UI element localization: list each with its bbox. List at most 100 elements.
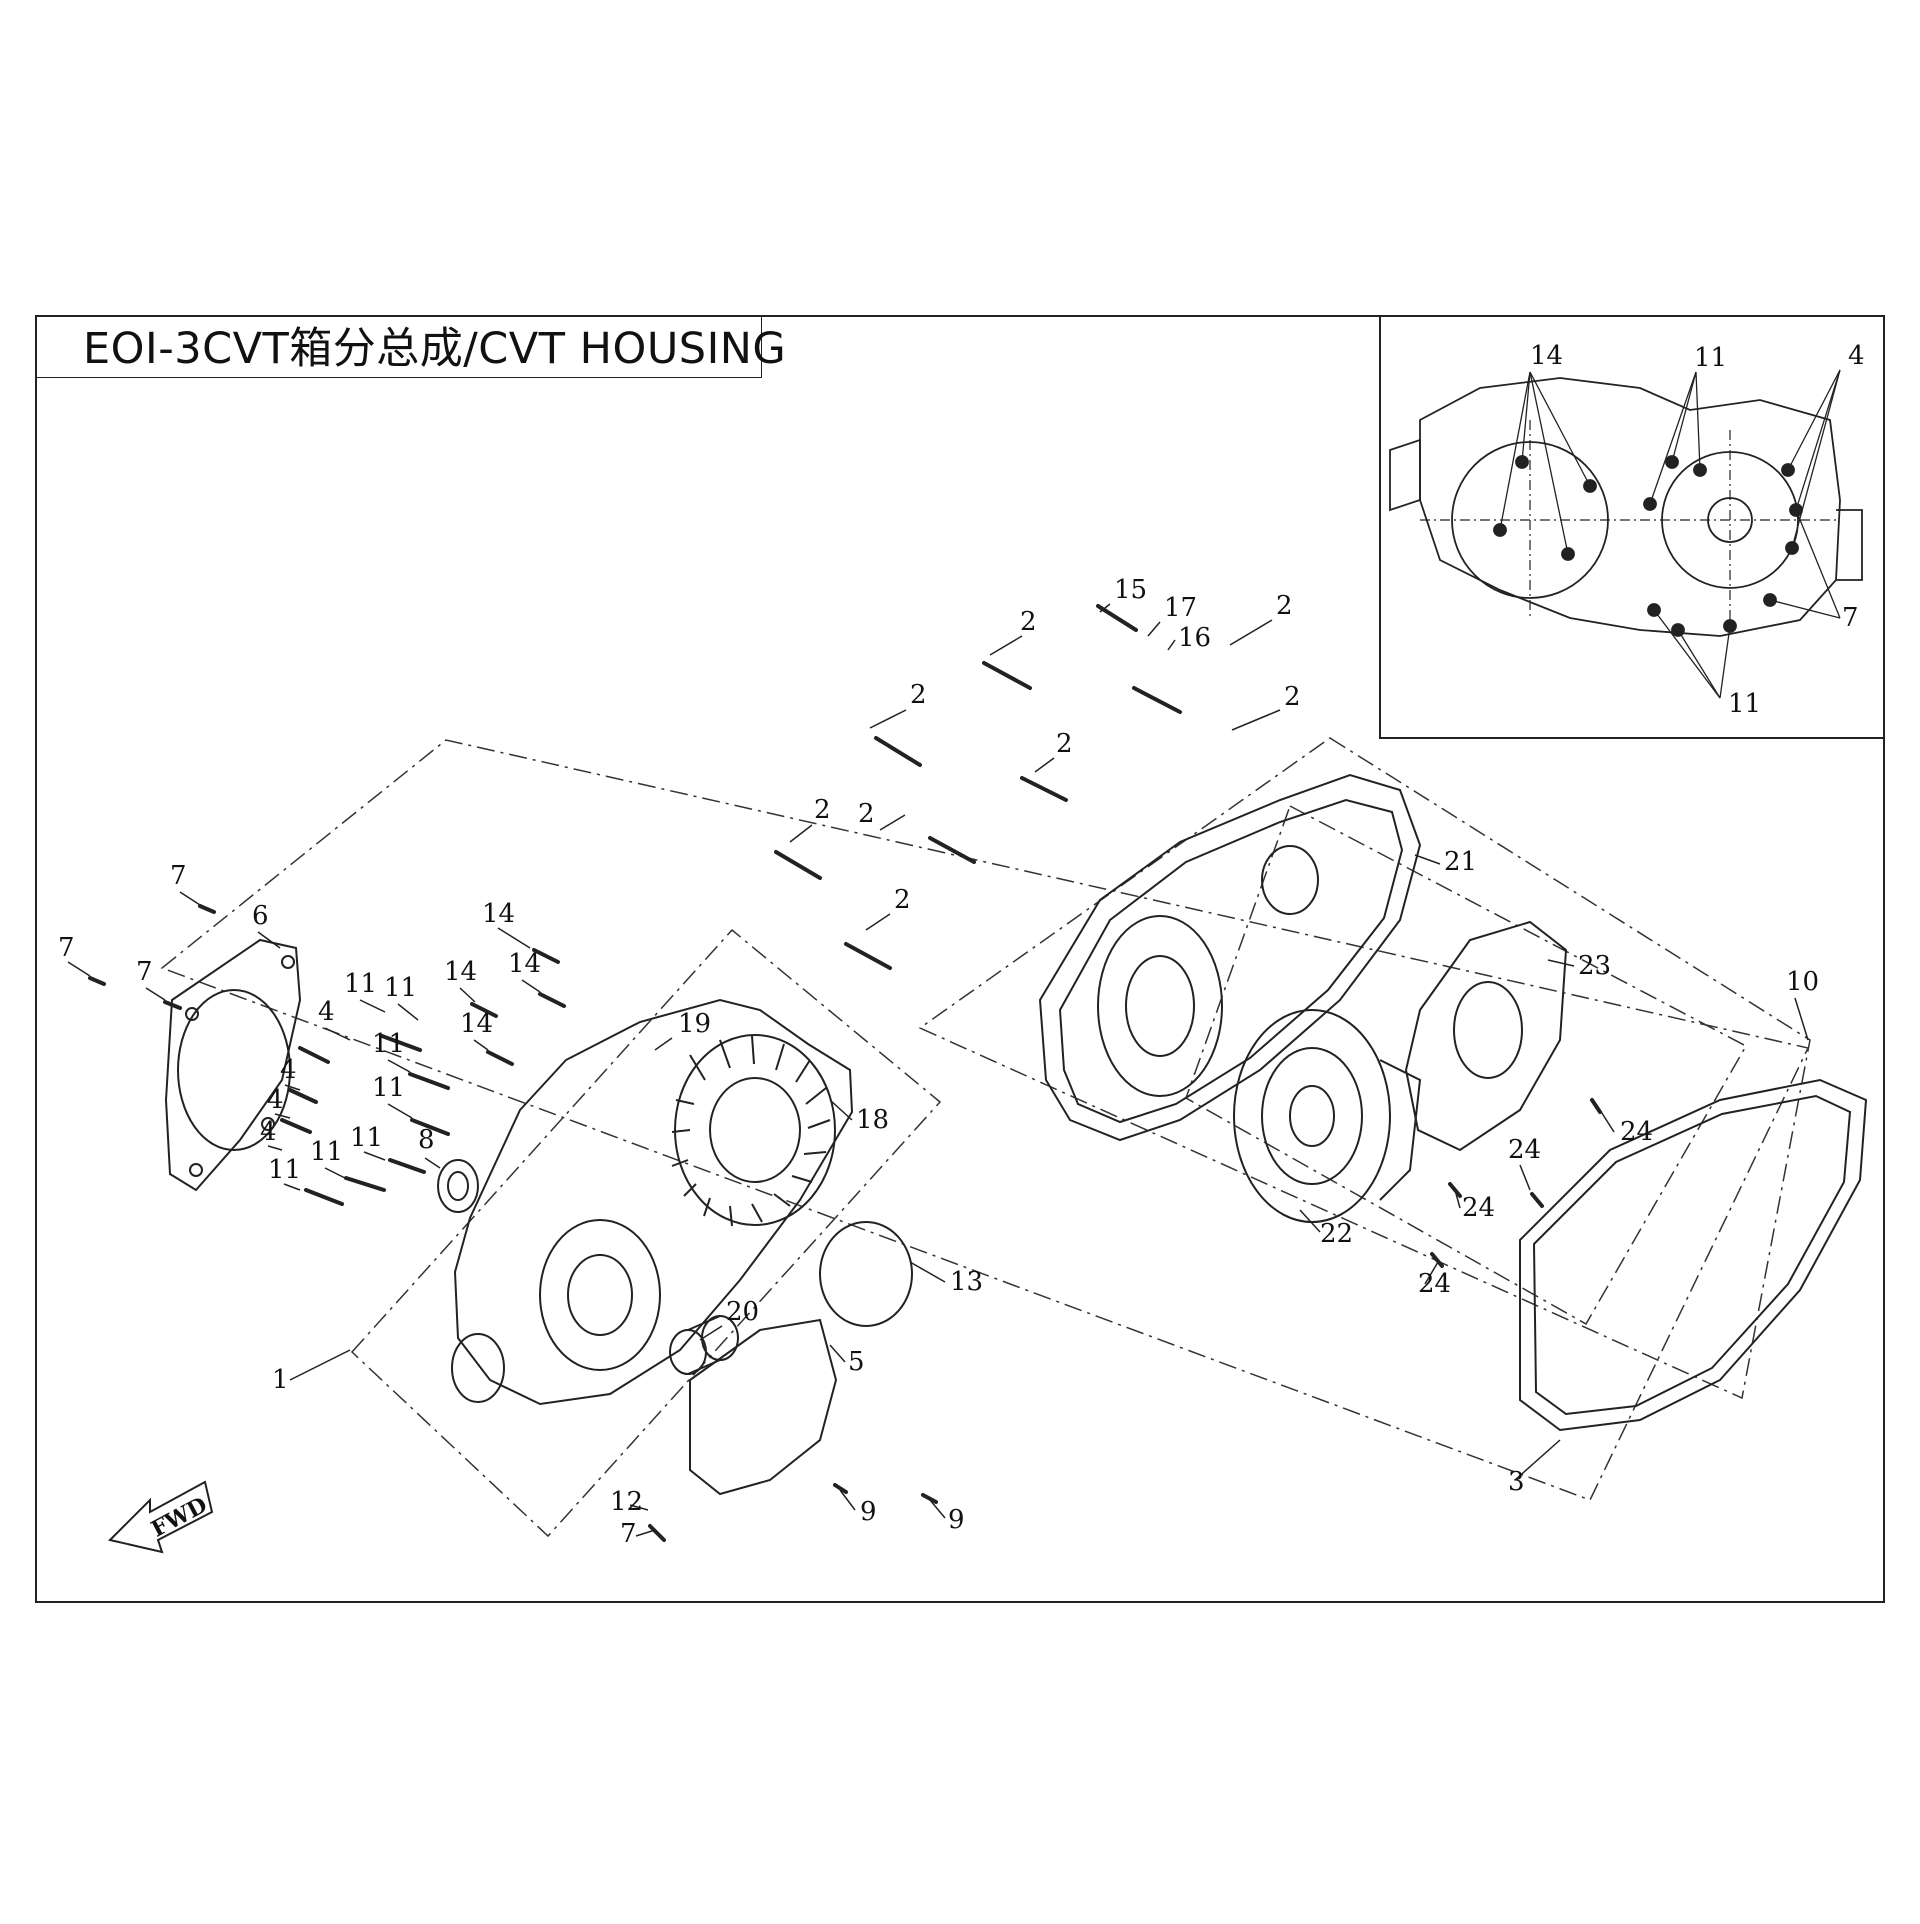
callout-number: 14: [460, 1009, 493, 1039]
leader-line: [789, 824, 813, 843]
callout-number: 16: [1178, 623, 1211, 653]
callout-number: 2: [814, 795, 831, 825]
callout-number: 7: [136, 957, 153, 987]
part-1-inner-housing: [451, 998, 854, 1406]
callout-c11e: 11: [350, 1123, 386, 1161]
part-21-outer-cover: [1038, 773, 1422, 1142]
callout-number: 15: [1114, 575, 1147, 605]
diagram-frame: [35, 315, 1885, 1603]
leader-line: [267, 1145, 283, 1151]
inset-callout-i14: 14: [1530, 341, 1563, 371]
callout-c7c: 7: [136, 957, 166, 1001]
callout-c14c: 14: [508, 949, 541, 993]
callout-number: 24: [1462, 1193, 1495, 1223]
inset-callout-i7: 7: [1842, 603, 1859, 633]
callout-c9b: 9: [929, 1499, 965, 1535]
callout-number: 1: [272, 1365, 289, 1395]
leader-line: [869, 709, 907, 729]
callout-c9a: 9: [839, 1489, 877, 1527]
callout-c7a: 7: [170, 861, 201, 906]
leader-line: [654, 1037, 673, 1051]
callout-number: 22: [1320, 1219, 1353, 1249]
leader-line: [179, 891, 201, 906]
leader-line: [359, 999, 386, 1013]
leader-line: [865, 913, 891, 931]
inset-housing-view: [1389, 369, 1863, 699]
leader-line: [459, 987, 476, 1003]
leader-line: [829, 1344, 846, 1363]
callout-number: 11: [268, 1155, 301, 1185]
bolt-set: [88, 604, 1602, 1542]
leader-line: [283, 1183, 301, 1191]
callout-number: 11: [344, 969, 377, 999]
callout-number: 10: [1786, 967, 1819, 997]
leader-line: [324, 1167, 346, 1179]
leader-line: [699, 1325, 723, 1341]
callout-c14a: 14: [482, 899, 531, 949]
callout-c24a: 24: [1599, 1109, 1653, 1147]
callout-c3: 3: [1508, 1439, 1561, 1497]
callout-number: 8: [418, 1125, 435, 1155]
callout-number: 11: [384, 973, 417, 1003]
callout-number: 9: [860, 1497, 877, 1527]
callout-number: 2: [894, 885, 911, 915]
callout-c7d: 7: [620, 1519, 656, 1549]
callout-number: 7: [58, 933, 75, 963]
leader-line: [1794, 997, 1809, 1041]
callout-number: 11: [372, 1073, 405, 1103]
callout-number: 2: [1020, 607, 1037, 637]
callout-number: 23: [1578, 951, 1611, 981]
callout-c21: 21: [1414, 847, 1477, 877]
fwd-label: FWD: [147, 1492, 212, 1543]
callout-c4c: 4: [267, 1085, 291, 1119]
inset-frame: [1379, 315, 1885, 739]
leader-line: [1299, 1209, 1321, 1233]
callout-c20: 20: [699, 1297, 759, 1341]
diagram-title: EOI-3CVT箱分总成/CVT HOUSING: [83, 324, 787, 374]
callout-c10: 10: [1786, 967, 1819, 1041]
leader-line: [1231, 709, 1281, 731]
callout-c2e: 2: [1034, 729, 1073, 773]
leader-line: [473, 1039, 489, 1051]
callout-c11g: 11: [268, 1155, 301, 1191]
callout-c2b: 2: [1229, 591, 1293, 646]
callout-c15: 15: [1099, 575, 1147, 613]
callout-c11f: 11: [310, 1137, 346, 1179]
callout-c24d: 24: [1418, 1261, 1451, 1299]
callout-number: 24: [1620, 1117, 1653, 1147]
leader-line: [909, 1261, 946, 1283]
callout-c17: 17: [1147, 593, 1197, 637]
callout-c11c: 11: [372, 1029, 411, 1073]
callout-number: 14: [482, 899, 515, 929]
part-5-gasket: [689, 1318, 838, 1496]
callout-c12: 12: [610, 1487, 649, 1517]
callout-number: 5: [848, 1347, 865, 1377]
callout-c2d: 2: [869, 680, 927, 729]
inset-callout-i4: 4: [1848, 341, 1865, 371]
callout-number: 11: [310, 1137, 343, 1167]
callout-c2f: 2: [789, 795, 831, 843]
inset-callout-i11a: 11: [1694, 343, 1727, 373]
leader-line: [1599, 1109, 1615, 1133]
assembly-outlines: [160, 737, 1811, 1538]
callout-number: 2: [858, 799, 875, 829]
leader-line: [67, 961, 91, 977]
callout-c5: 5: [829, 1344, 865, 1377]
leader-line: [145, 987, 166, 1001]
callout-c19: 19: [654, 1009, 711, 1051]
leader-line: [363, 1151, 386, 1161]
callout-number: 24: [1418, 1269, 1451, 1299]
leader-line: [629, 1504, 649, 1511]
leader-line: [1099, 603, 1111, 613]
leader-line: [1167, 639, 1176, 651]
callout-number: 11: [372, 1029, 405, 1059]
callout-c11a: 11: [344, 969, 386, 1013]
leader-line: [1034, 757, 1055, 773]
leader-line: [879, 814, 906, 831]
callout-number: 2: [1284, 682, 1301, 712]
callout-number: 24: [1508, 1135, 1541, 1165]
callout-number: 14: [444, 957, 477, 987]
callout-number: 4: [280, 1055, 297, 1085]
